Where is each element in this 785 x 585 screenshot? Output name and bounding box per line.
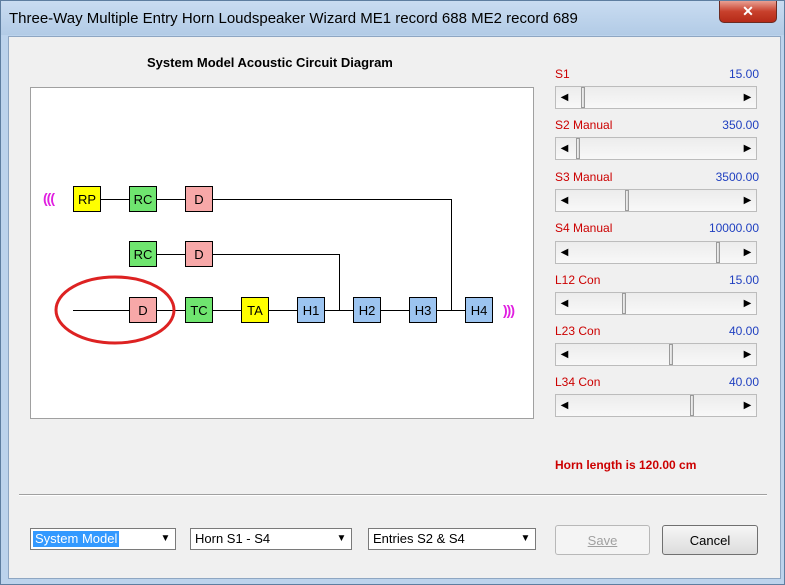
- block-rc: RC: [129, 186, 157, 212]
- diagram-title: System Model Acoustic Circuit Diagram: [147, 55, 393, 70]
- right-arrow-icon[interactable]: ▶: [743, 143, 752, 154]
- title-bar: Three-Way Multiple Entry Horn Loudspeake…: [1, 1, 784, 35]
- left-arrow-icon[interactable]: ◀: [560, 92, 569, 103]
- left-arrow-icon[interactable]: ◀: [560, 349, 569, 360]
- param-value: 10000.00: [708, 221, 759, 235]
- param-label: S1: [555, 67, 570, 81]
- l34-scrollbar[interactable]: ◀▶: [555, 394, 757, 417]
- left-arrow-icon[interactable]: ◀: [560, 247, 569, 258]
- left-arrow-icon[interactable]: ◀: [560, 298, 569, 309]
- scrollbar-thumb[interactable]: [622, 293, 626, 314]
- block-h2: H2: [353, 297, 381, 323]
- right-arrow-icon[interactable]: ▶: [743, 195, 752, 206]
- connection-line: [87, 199, 451, 200]
- window-title: Three-Way Multiple Entry Horn Loudspeake…: [9, 10, 578, 27]
- model-select-value: System Model: [33, 531, 120, 547]
- block-ta: TA: [241, 297, 269, 323]
- connection-line: [451, 199, 452, 311]
- block-rp: RP: [73, 186, 101, 212]
- s4-scrollbar[interactable]: ◀▶: [555, 241, 757, 264]
- chevron-down-icon[interactable]: ▼: [520, 533, 531, 544]
- right-arrow-icon[interactable]: ▶: [743, 92, 752, 103]
- right-arrow-icon[interactable]: ▶: [743, 247, 752, 258]
- entries-select-value: Entries S2 & S4: [373, 531, 465, 546]
- block-d: D: [185, 241, 213, 267]
- sound-waves-right-icon: ))): [503, 302, 515, 318]
- right-arrow-icon[interactable]: ▶: [743, 349, 752, 360]
- block-h4: H4: [465, 297, 493, 323]
- param-label: L34 Con: [555, 375, 601, 389]
- horn-length-text: Horn length is 120.00 cm: [555, 458, 697, 472]
- save-button[interactable]: Save: [555, 525, 650, 555]
- l23-scrollbar[interactable]: ◀▶: [555, 343, 757, 366]
- circuit-diagram: ((( RP RC D RC D D TC TA H1 H2 H3 H4 ))): [30, 87, 534, 419]
- left-arrow-icon[interactable]: ◀: [560, 400, 569, 411]
- s2-scrollbar[interactable]: ◀▶: [555, 137, 757, 160]
- sound-waves-left-icon: (((: [43, 190, 55, 206]
- block-d: D: [129, 297, 157, 323]
- chevron-down-icon[interactable]: ▼: [336, 533, 347, 544]
- horn-select[interactable]: Horn S1 - S4 ▼: [190, 528, 352, 550]
- dialog-body: System Model Acoustic Circuit Diagram ((…: [8, 36, 781, 579]
- param-value: 15.00: [728, 67, 759, 81]
- block-rc: RC: [129, 241, 157, 267]
- block-tc: TC: [185, 297, 213, 323]
- left-arrow-icon[interactable]: ◀: [560, 143, 569, 154]
- connection-line: [339, 254, 340, 311]
- param-label: L23 Con: [555, 324, 601, 338]
- close-icon: ✕: [742, 3, 754, 19]
- param-value: 40.00: [728, 375, 759, 389]
- param-label: S2 Manual: [555, 118, 613, 132]
- scrollbar-thumb[interactable]: [690, 395, 694, 416]
- horn-select-value: Horn S1 - S4: [195, 531, 271, 546]
- left-arrow-icon[interactable]: ◀: [560, 195, 569, 206]
- scrollbar-thumb[interactable]: [581, 87, 585, 108]
- right-arrow-icon[interactable]: ▶: [743, 400, 752, 411]
- param-value: 350.00: [722, 118, 759, 132]
- divider: [19, 494, 767, 496]
- param-label: S3 Manual: [555, 170, 613, 184]
- param-value: 3500.00: [715, 170, 759, 184]
- scrollbar-thumb[interactable]: [716, 242, 720, 263]
- model-select[interactable]: System Model ▼: [30, 528, 176, 550]
- cancel-button[interactable]: Cancel: [662, 525, 758, 555]
- scrollbar-thumb[interactable]: [625, 190, 629, 211]
- right-arrow-icon[interactable]: ▶: [743, 298, 752, 309]
- s1-scrollbar[interactable]: ◀▶: [555, 86, 757, 109]
- block-h1: H1: [297, 297, 325, 323]
- connection-line: [73, 310, 493, 311]
- s3-scrollbar[interactable]: ◀▶: [555, 189, 757, 212]
- param-value: 15.00: [728, 273, 759, 287]
- block-h3: H3: [409, 297, 437, 323]
- connection-line: [143, 254, 339, 255]
- chevron-down-icon[interactable]: ▼: [160, 533, 171, 544]
- scrollbar-thumb[interactable]: [576, 138, 580, 159]
- param-label: L12 Con: [555, 273, 601, 287]
- close-button[interactable]: ✕: [719, 1, 777, 23]
- block-d: D: [185, 186, 213, 212]
- l12-scrollbar[interactable]: ◀▶: [555, 292, 757, 315]
- param-value: 40.00: [728, 324, 759, 338]
- param-label: S4 Manual: [555, 221, 613, 235]
- entries-select[interactable]: Entries S2 & S4 ▼: [368, 528, 536, 550]
- highlight-ellipse: [54, 275, 176, 345]
- scrollbar-thumb[interactable]: [669, 344, 673, 365]
